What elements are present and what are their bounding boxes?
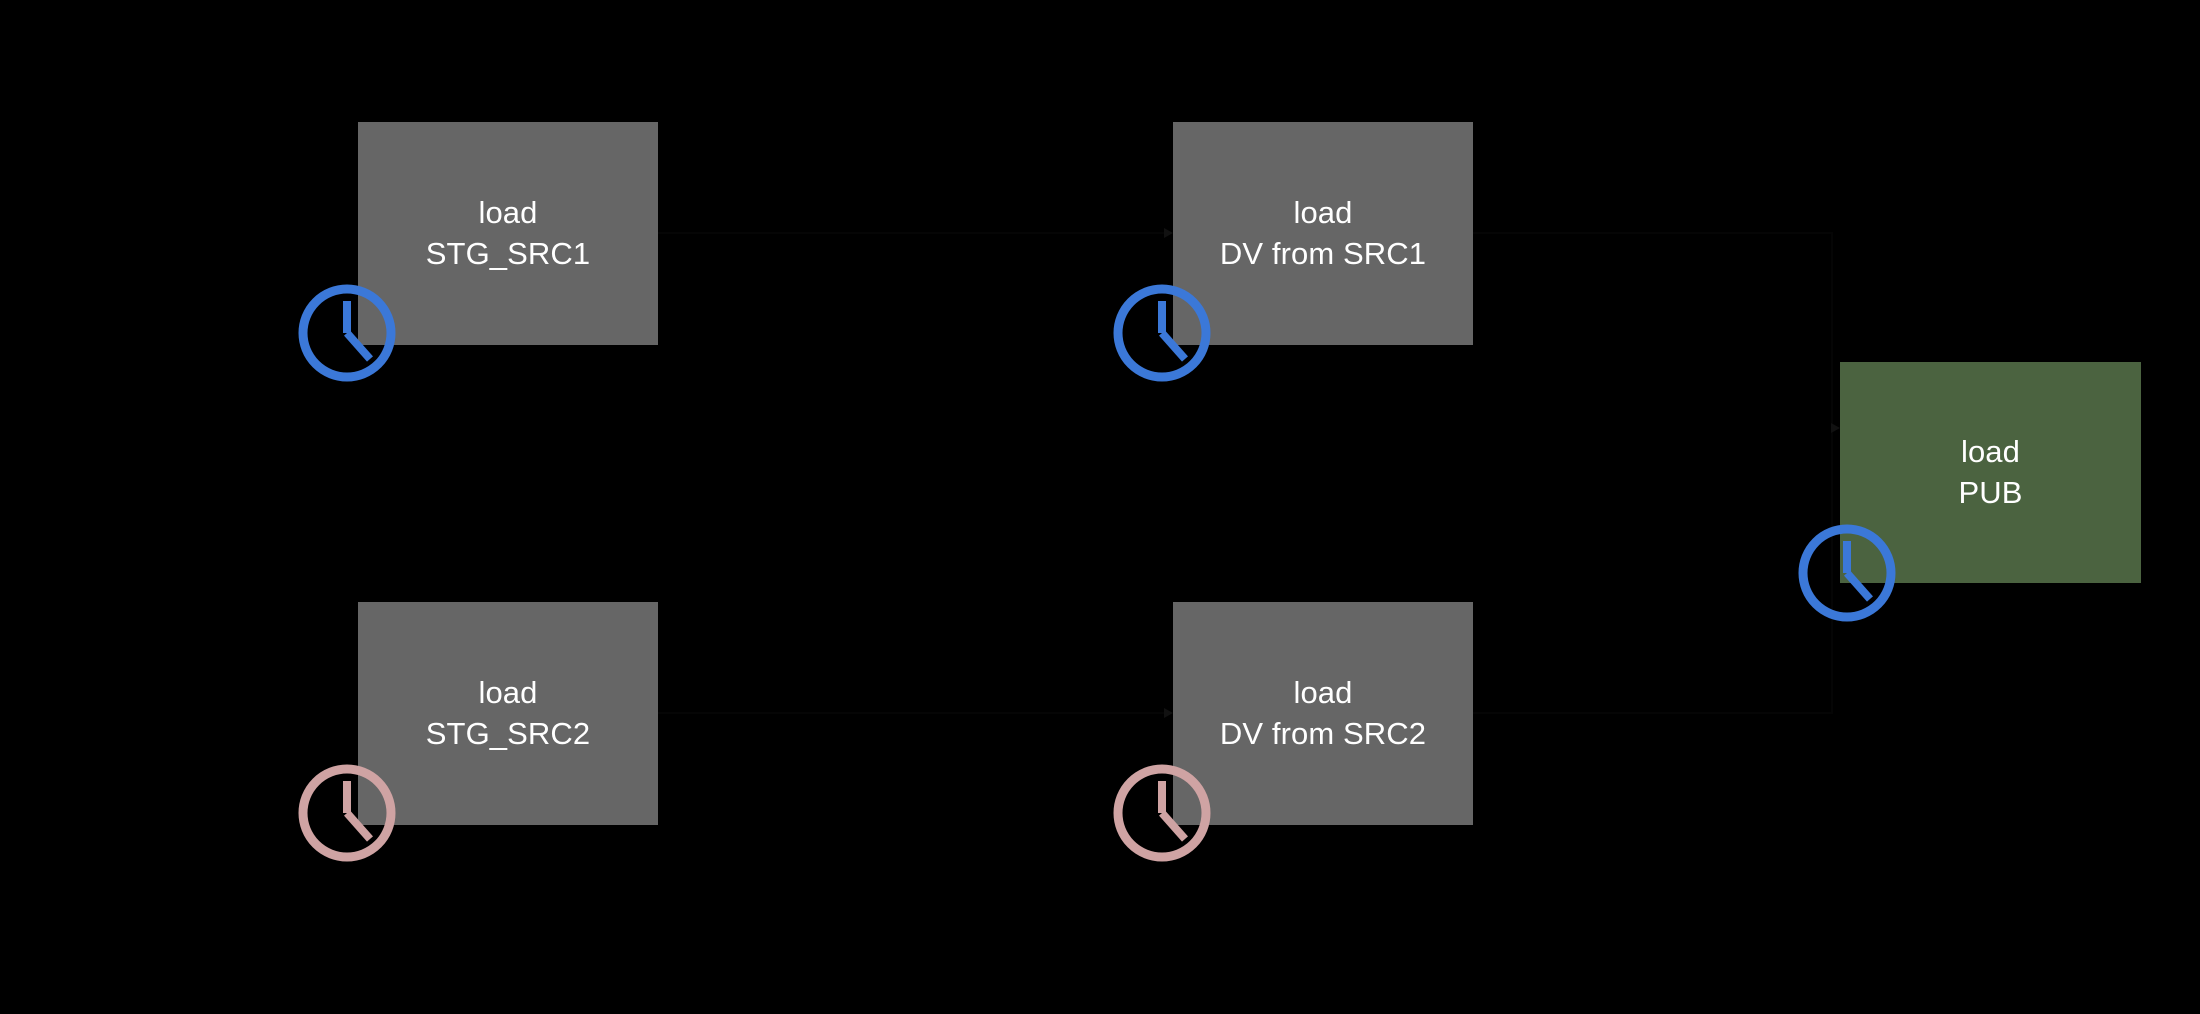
arrowhead-icon-dv-src1: [1164, 228, 1173, 238]
clock-icon: [298, 284, 396, 382]
task-node-label: load DV from SRC2: [1219, 674, 1427, 751]
edge-dv-src1-to-pub-vertical: [1831, 232, 1833, 428]
task-node-label: load DV from SRC1: [1219, 194, 1427, 271]
edge-dv-src2-to-pub: [1473, 712, 1833, 714]
task-node-load-stg-src1[interactable]: load STG_SRC1: [358, 122, 658, 345]
task-node-load-stg-src2[interactable]: load STG_SRC2: [358, 602, 658, 825]
clock-icon-stg-src1[interactable]: [294, 280, 400, 386]
clock-icon: [1798, 524, 1896, 622]
task-node-label: load PUB: [1958, 433, 2023, 510]
edge-stg-src2-to-dv-src2: [658, 712, 1170, 714]
clock-icon-dv-src1[interactable]: [1109, 280, 1215, 386]
task-node-label: load STG_SRC1: [425, 194, 591, 271]
arrowhead-icon-dv-src2: [1164, 708, 1173, 718]
clock-icon: [1113, 764, 1211, 862]
task-node-load-dv-from-src1[interactable]: load DV from SRC1: [1173, 122, 1473, 345]
clock-icon: [298, 764, 396, 862]
task-node-load-pub[interactable]: load PUB: [1840, 362, 2141, 583]
task-node-label: load STG_SRC2: [425, 674, 591, 751]
clock-icon-stg-src2[interactable]: [294, 760, 400, 866]
clock-icon-dv-src2[interactable]: [1109, 760, 1215, 866]
clock-icon: [1113, 284, 1211, 382]
clock-icon-pub[interactable]: [1794, 520, 1900, 626]
arrowhead-icon-pub: [1831, 423, 1840, 433]
edge-dv-src1-to-pub: [1473, 232, 1833, 234]
edge-stg-src1-to-dv-src1: [658, 232, 1170, 234]
task-node-load-dv-from-src2[interactable]: load DV from SRC2: [1173, 602, 1473, 825]
edge-dv-src2-to-pub-vertical: [1831, 428, 1833, 714]
